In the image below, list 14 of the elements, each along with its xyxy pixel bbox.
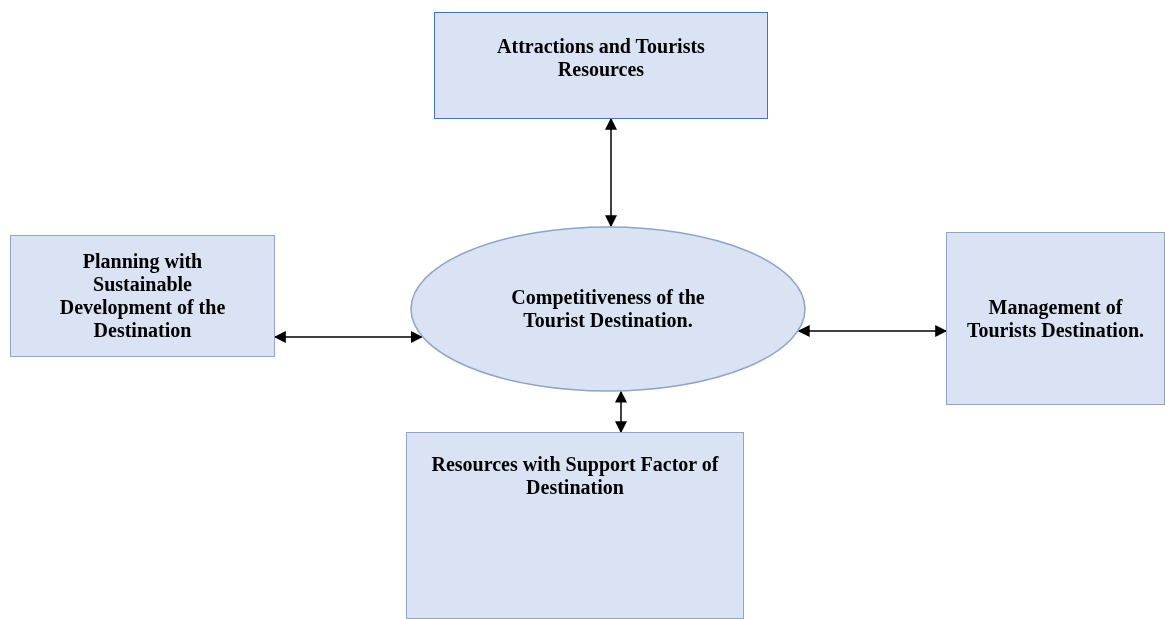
- process-box: [946, 232, 1165, 405]
- process-box: [406, 432, 744, 619]
- node-label: Management of Tourists Destination.: [965, 295, 1146, 342]
- node-label: Resources with Support Factor of Destination: [430, 453, 720, 499]
- double-arrow: [273, 331, 423, 343]
- double-arrow: [605, 117, 617, 228]
- node-label: Attractions and Tourists Resources: [496, 35, 706, 81]
- double-arrow: [797, 325, 948, 337]
- node-label: Planning with Sustainable Development of the Destination: [58, 250, 227, 342]
- double-arrow: [615, 390, 627, 434]
- process-box: [10, 235, 275, 357]
- process-box: [434, 12, 768, 119]
- node-label: Competitiveness of the Tourist Destination.: [510, 286, 706, 332]
- ellipse-node: [410, 226, 806, 392]
